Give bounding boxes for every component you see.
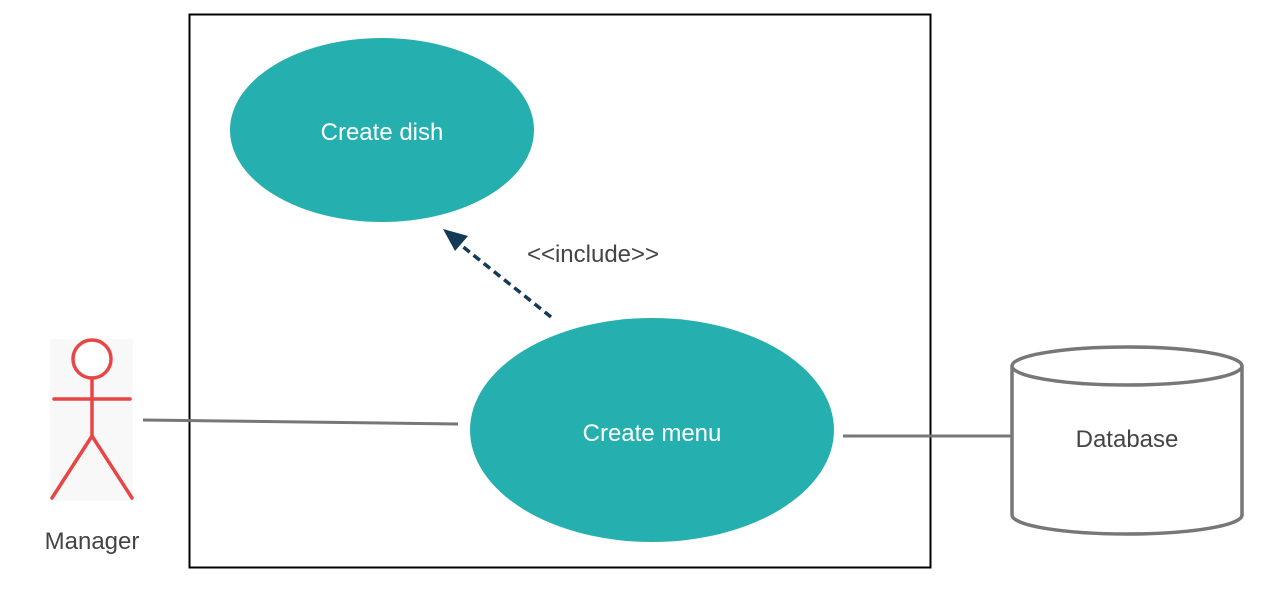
use-case-create-dish-shape bbox=[230, 38, 534, 222]
stick-figure-icon bbox=[50, 338, 134, 500]
use-case-create-menu-shape bbox=[470, 318, 834, 542]
database-label: Database bbox=[1076, 426, 1179, 453]
use-case-create-dish-label: Create dish bbox=[321, 119, 444, 146]
include-label: <<include>> bbox=[527, 241, 659, 268]
use-case-create-menu-label: Create menu bbox=[583, 420, 722, 447]
use-case-create-menu[interactable]: Create menu bbox=[470, 318, 834, 542]
datastore-database[interactable]: Database bbox=[1010, 345, 1244, 536]
database-cylinder-icon bbox=[1010, 345, 1244, 536]
use-case-create-dish[interactable]: Create dish bbox=[230, 38, 534, 222]
include-arrowhead-icon bbox=[443, 229, 468, 251]
include-arrow-line bbox=[460, 244, 553, 319]
actor-manager[interactable]: Manager bbox=[45, 338, 140, 555]
actor-label: Manager bbox=[45, 528, 140, 555]
system-boundary bbox=[188, 13, 932, 569]
actor-association-line bbox=[142, 418, 459, 426]
include-relationship: <<include>> bbox=[443, 229, 659, 319]
